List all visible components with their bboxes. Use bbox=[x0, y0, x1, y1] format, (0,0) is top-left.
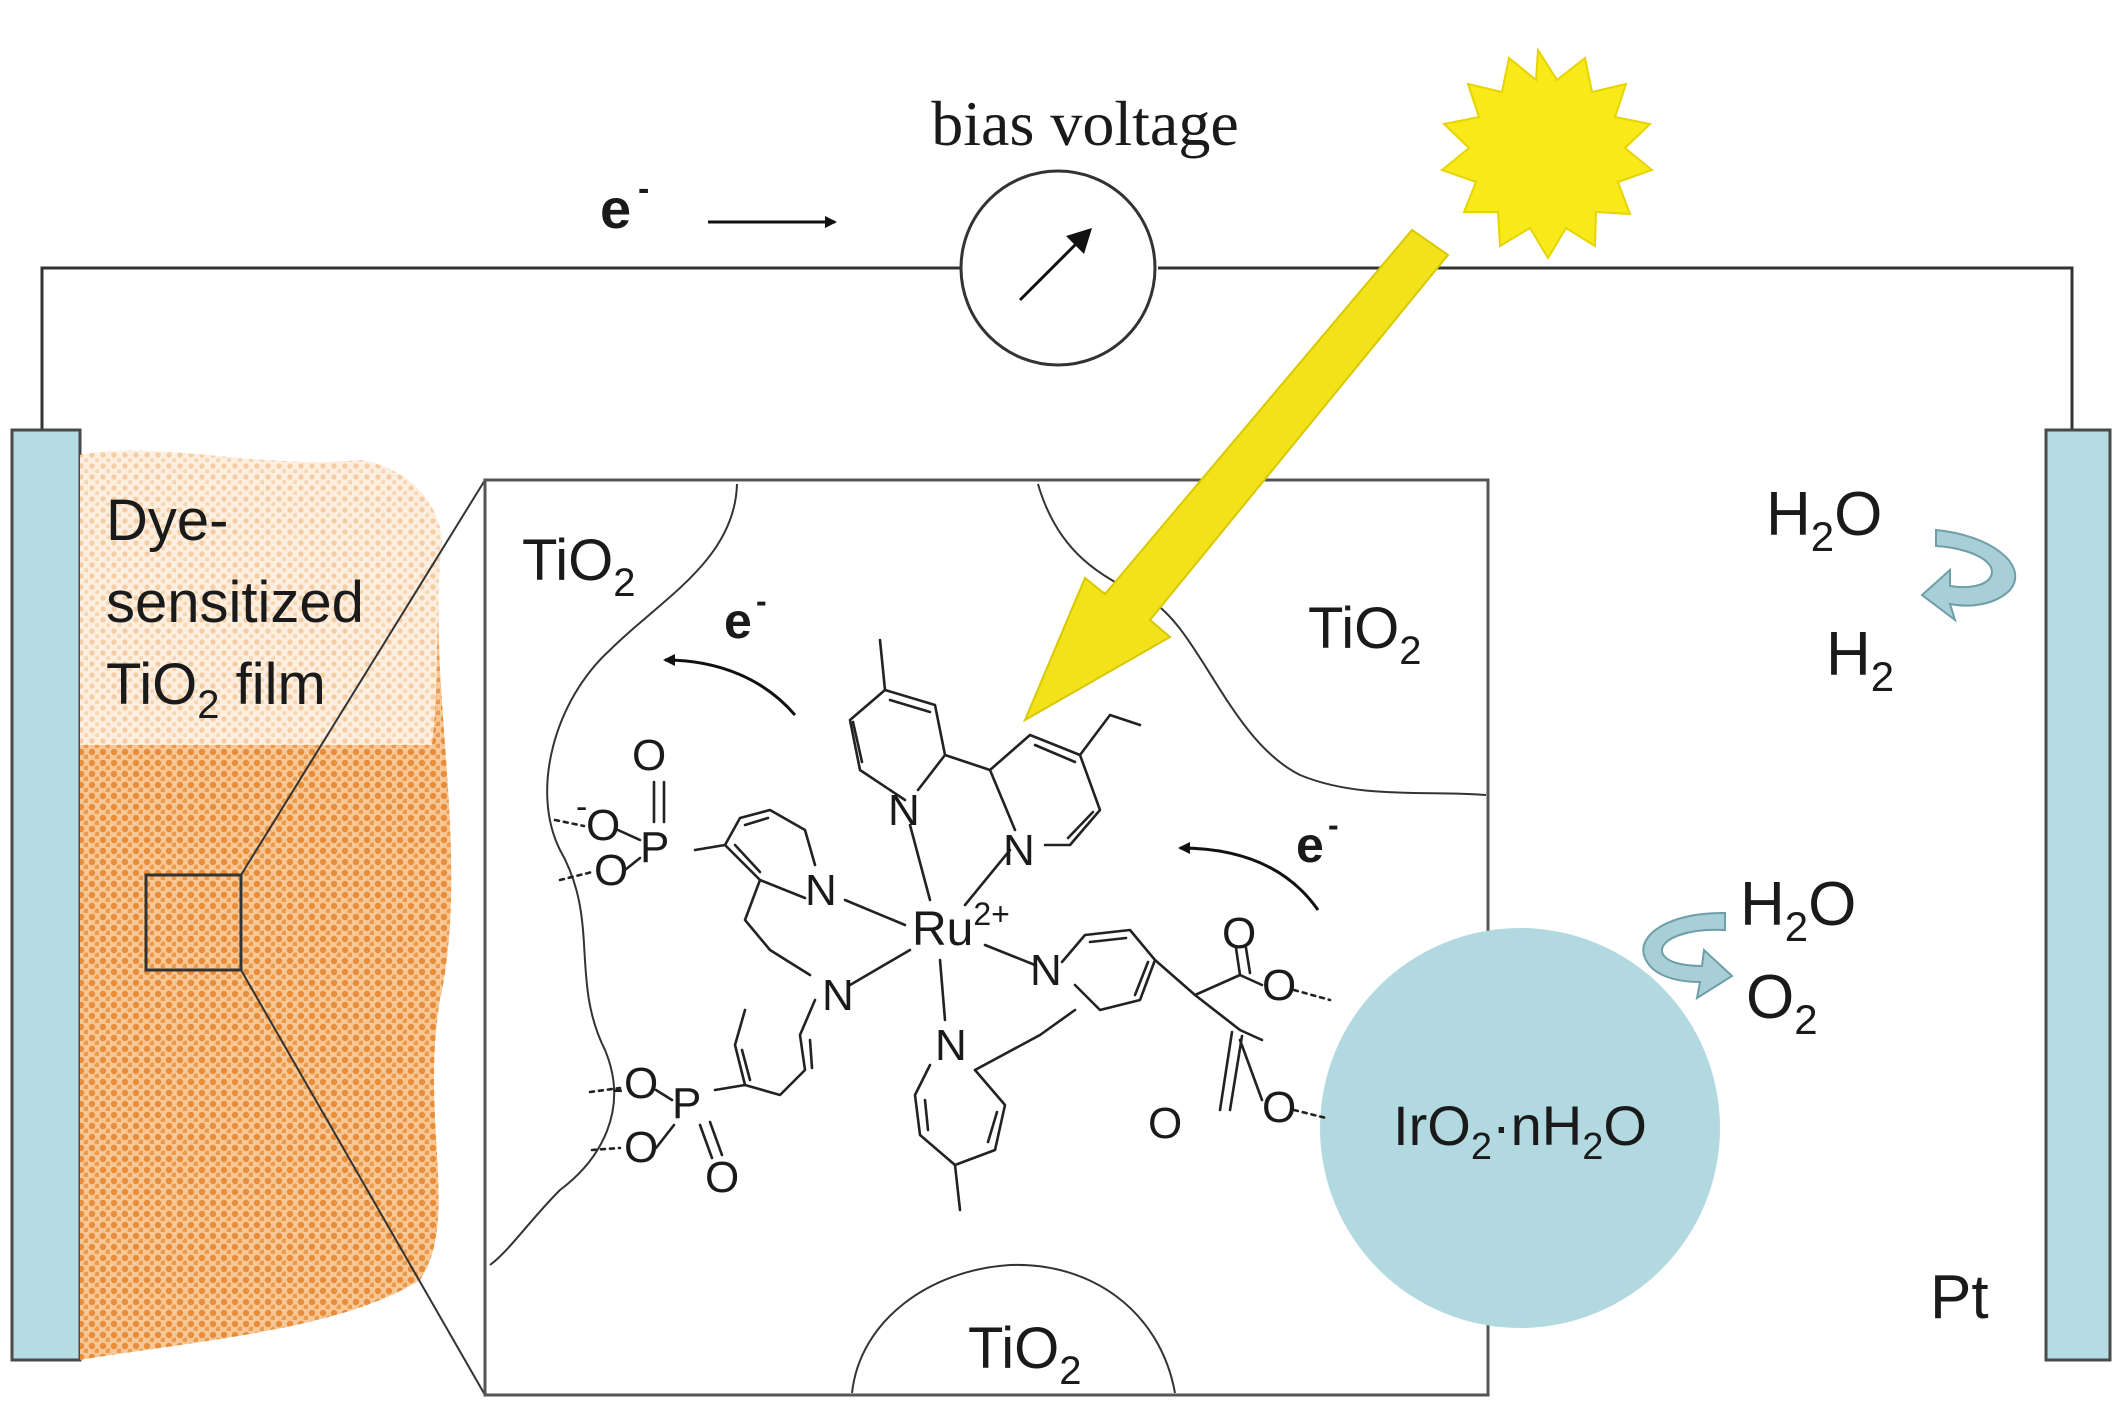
svg-text:O: O bbox=[1262, 961, 1296, 1010]
svg-text:N: N bbox=[805, 866, 837, 915]
svg-text:O: O bbox=[1262, 1083, 1296, 1132]
iro2-catalyst-particle bbox=[1320, 928, 1720, 1328]
pt-label: Pt bbox=[1930, 1263, 1989, 1332]
svg-text:TiO2 film: TiO2 film bbox=[106, 652, 326, 727]
zoom-line-bottom bbox=[240, 969, 486, 1396]
ru-atom-label: Ru2+ bbox=[912, 896, 1010, 956]
svg-text:P: P bbox=[672, 1079, 701, 1128]
svg-text:H2O: H2O bbox=[1740, 870, 1856, 950]
svg-text:O: O bbox=[1148, 1099, 1182, 1148]
svg-text:-: - bbox=[576, 788, 587, 826]
svg-text:TiO2: TiO2 bbox=[968, 1316, 1082, 1393]
svg-text:TiO2: TiO2 bbox=[1308, 596, 1422, 673]
molecular-inset bbox=[483, 478, 1490, 1397]
svg-text:O: O bbox=[624, 1123, 658, 1172]
tio2-label-inset-left: TiO2 bbox=[522, 528, 636, 605]
svg-text:H2: H2 bbox=[1826, 620, 1894, 700]
tio2-film-highlight bbox=[80, 450, 442, 745]
circuit-wire-right bbox=[1158, 266, 2074, 430]
tio2-grain-left bbox=[489, 483, 738, 1266]
tio2-grain-top bbox=[1037, 483, 1487, 796]
svg-text:N: N bbox=[822, 971, 854, 1020]
circuit-electron-label: e - bbox=[600, 170, 649, 240]
svg-text:e: e bbox=[1296, 817, 1324, 873]
film-label: Dye- sensitized TiO2 film bbox=[106, 488, 364, 727]
svg-text:N: N bbox=[1030, 946, 1062, 995]
svg-text:e: e bbox=[600, 177, 631, 240]
left-electrode bbox=[10, 428, 82, 1362]
svg-text:O: O bbox=[594, 846, 628, 895]
bias-voltage-label: bias voltage bbox=[931, 88, 1238, 159]
sun-icon bbox=[1439, 46, 1655, 260]
svg-text:N: N bbox=[935, 1021, 967, 1070]
iro2-label: IrO2·nH2O bbox=[1393, 1094, 1647, 1168]
svg-text:-: - bbox=[638, 170, 649, 208]
h2o-label-cathode: H2O bbox=[1766, 480, 1882, 560]
svg-text:H2O: H2O bbox=[1766, 480, 1882, 560]
cathode-cycle-arrow-icon bbox=[1920, 528, 2017, 623]
svg-text:-: - bbox=[756, 583, 767, 619]
svg-text:O: O bbox=[705, 1153, 739, 1202]
pt-electrode bbox=[2044, 428, 2112, 1362]
inset-electron-arrow-2 bbox=[1178, 842, 1320, 911]
svg-text:e: e bbox=[724, 593, 752, 649]
svg-text:TiO2: TiO2 bbox=[522, 528, 636, 605]
svg-text:O: O bbox=[586, 801, 620, 850]
anode-cycle-arrow-icon bbox=[1642, 911, 1734, 1001]
tio2-grain-bottom bbox=[851, 1263, 1176, 1394]
svg-text:P: P bbox=[640, 823, 669, 872]
o2-label: O2 bbox=[1746, 963, 1818, 1043]
svg-text:N: N bbox=[1003, 826, 1035, 875]
zoom-region bbox=[144, 873, 243, 972]
circuit-wire-left bbox=[40, 266, 960, 430]
bias-voltage-meter bbox=[959, 169, 1157, 367]
svg-text:IrO2·nH2O: IrO2·nH2O bbox=[1393, 1094, 1647, 1168]
svg-text:-: - bbox=[1328, 807, 1339, 843]
svg-text:O: O bbox=[624, 1059, 658, 1108]
tio2-label-inset-right: TiO2 bbox=[1308, 596, 1422, 673]
h2o-label-anode: H2O bbox=[1740, 870, 1856, 950]
svg-text:O: O bbox=[632, 731, 666, 780]
svg-text:O: O bbox=[1222, 909, 1256, 958]
tio2-label-inset-bottom: TiO2 bbox=[968, 1316, 1082, 1393]
ru-dye-molecule: Ru2+ N N N N P O bbox=[553, 638, 1332, 1212]
svg-text:N: N bbox=[888, 786, 920, 835]
sunlight-beam-arrow bbox=[1022, 228, 1450, 723]
inset-electron-arrow-1 bbox=[663, 654, 797, 716]
svg-text:O2: O2 bbox=[1746, 963, 1818, 1043]
h2-label: H2 bbox=[1826, 620, 1894, 700]
svg-text:sensitized: sensitized bbox=[106, 570, 364, 635]
inset-electron-label-1: e - bbox=[724, 583, 767, 649]
inset-electron-label-2: e - bbox=[1296, 807, 1339, 873]
zoom-line-top bbox=[240, 479, 486, 876]
svg-text:Dye-: Dye- bbox=[106, 488, 228, 553]
